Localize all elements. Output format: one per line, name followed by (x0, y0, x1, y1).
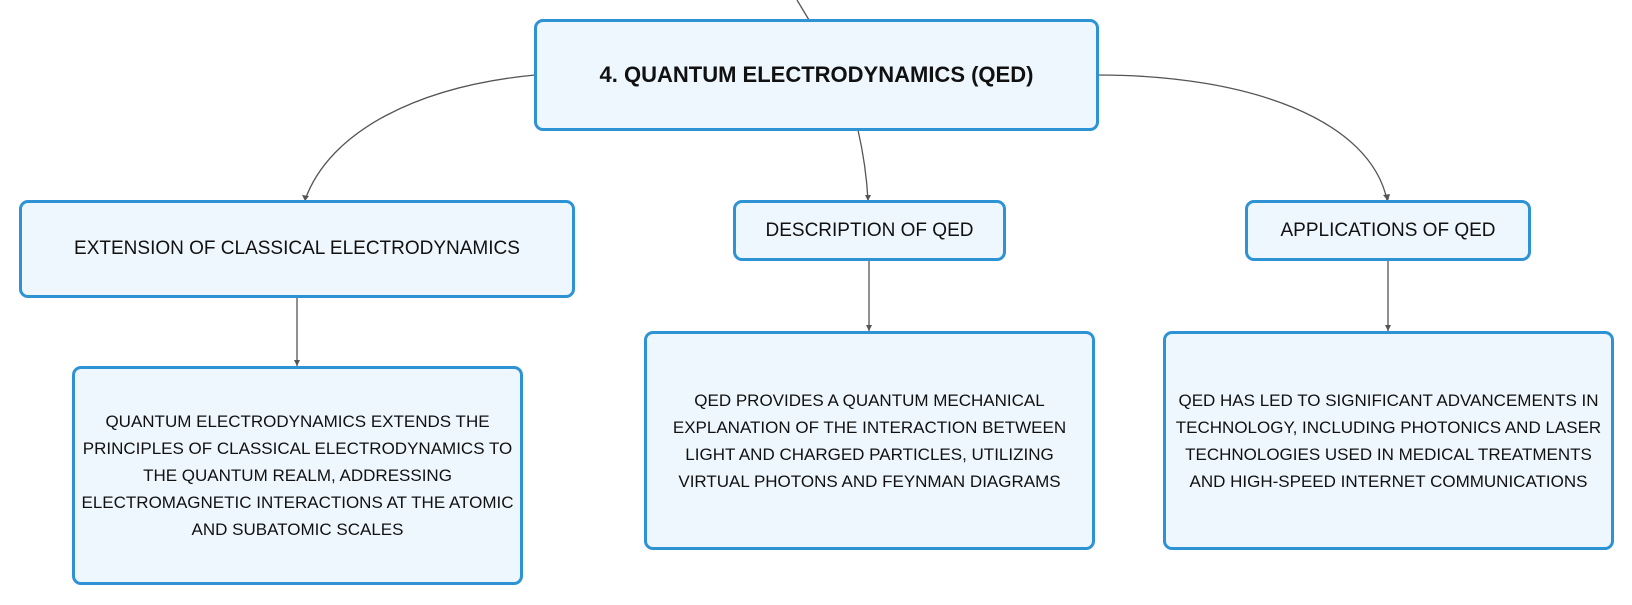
root-node-label: 4. QUANTUM ELECTRODYNAMICS (QED) (599, 62, 1034, 87)
topic-node-extension[interactable]: EXTENSION OF CLASSICAL ELECTRODYNAMICS (19, 200, 575, 298)
arrowhead-description-detail (866, 325, 872, 331)
arrowhead-applications (1383, 194, 1390, 201)
detail-node-applications[interactable]: QED HAS LED TO SIGNIFICANT ADVANCEMENTS … (1163, 331, 1614, 550)
topic-node-description[interactable]: DESCRIPTION OF QED (733, 200, 1006, 261)
topic-node-extension-label: EXTENSION OF CLASSICAL ELECTRODYNAMICS (74, 238, 520, 259)
detail-node-applications-text: QED HAS LED TO SIGNIFICANT ADVANCEMENTS … (1175, 390, 1602, 491)
topic-node-applications-label: APPLICATIONS OF QED (1280, 219, 1496, 241)
detail-node-description-text: QED PROVIDES A QUANTUM MECHANICAL EXPLAN… (672, 390, 1067, 491)
detail-node-extension[interactable]: QUANTUM ELECTRODYNAMICS EXTENDS THE PRIN… (72, 366, 523, 585)
detail-node-extension-text: QUANTUM ELECTRODYNAMICS EXTENDS THE PRIN… (81, 412, 514, 539)
arrowhead-description (865, 195, 871, 201)
arrowhead-extension-detail (294, 360, 300, 366)
topic-node-description-label: DESCRIPTION OF QED (765, 219, 974, 241)
connector-root-extension (304, 74, 536, 201)
connector-root-applications (1097, 74, 1388, 201)
root-node[interactable]: 4. QUANTUM ELECTRODYNAMICS (QED) (534, 19, 1099, 131)
connector-incoming-root (796, 0, 810, 21)
topic-node-applications[interactable]: APPLICATIONS OF QED (1245, 200, 1531, 261)
connector-root-description (857, 129, 869, 201)
detail-node-description[interactable]: QED PROVIDES A QUANTUM MECHANICAL EXPLAN… (644, 331, 1095, 550)
arrowhead-extension (302, 195, 309, 201)
arrowhead-applications-detail (1385, 325, 1391, 331)
